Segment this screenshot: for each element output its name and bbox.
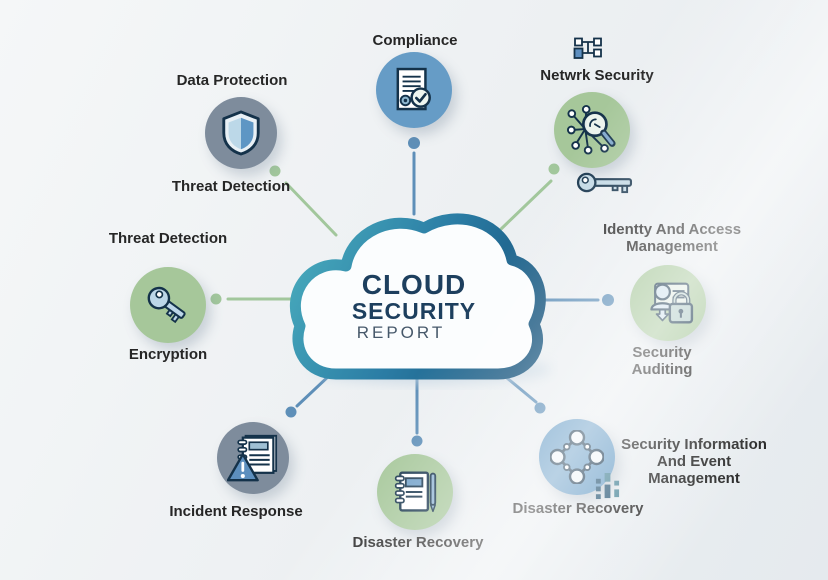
compliance-node — [376, 52, 452, 128]
data-protection-node — [205, 97, 277, 169]
encryption-sublabel: Encryption — [128, 346, 208, 363]
connector-dot-disaster — [411, 435, 423, 447]
key-icon — [576, 172, 633, 194]
connector-line-network-security — [497, 179, 553, 233]
siem-node — [539, 419, 615, 495]
iam-node — [630, 265, 706, 341]
network-security-label: Netwrk Security — [540, 67, 654, 84]
iam-sublabel-line1: Security — [632, 344, 692, 361]
cloud-title-line3: REPORT — [356, 323, 446, 342]
network-security-node — [554, 92, 630, 168]
connector-dot-incident — [285, 406, 297, 418]
incident-response-label: Incident Response — [169, 503, 303, 520]
connector-dot-iam — [602, 294, 614, 306]
iam-label-line2: Management — [626, 238, 718, 255]
incident-response-node — [217, 422, 289, 494]
disaster-recovery-node — [377, 454, 453, 530]
connector-dot-compliance — [408, 137, 420, 149]
cloud-title-line1: CLOUD — [361, 269, 467, 300]
iam-sublabel-line2: Auditing — [631, 361, 693, 378]
flowchart-icon — [573, 37, 602, 59]
network-scan-icon — [566, 104, 616, 155]
cloud-outline — [289, 213, 546, 380]
incident-notebook-icon — [227, 434, 278, 482]
siem-label-line3: Management — [648, 470, 740, 487]
connector-dot-siem — [534, 402, 546, 414]
data-protection-sublabel: Threat Detection — [171, 178, 291, 195]
identity-lock-icon — [650, 282, 694, 324]
document-check-icon — [396, 67, 431, 111]
cloud-shape — [289, 213, 552, 384]
connector-dot-network-security — [548, 163, 560, 175]
connector-dot-encryption — [210, 293, 222, 305]
cloud-title: CLOUD SECURITY REPORT — [304, 271, 524, 343]
siem-label-line2: And Event — [656, 453, 732, 470]
connector-line-data-protection — [284, 181, 338, 237]
compliance-label: Compliance — [372, 32, 458, 49]
equalizer-icon — [595, 473, 620, 500]
encryption-label: Threat Detection — [108, 230, 228, 247]
notebook-pen-icon — [394, 471, 437, 513]
iam-sublabel: Security Auditing — [592, 344, 732, 378]
data-protection-label: Data Protection — [176, 72, 288, 89]
cloud-title-line2: SECURITY — [351, 298, 477, 324]
siem-label-line1: Security Information — [621, 436, 767, 453]
siem-sublabel: Disaster Recovery — [512, 500, 644, 517]
network-nodes-icon — [550, 430, 604, 484]
shield-icon — [222, 110, 260, 156]
iam-label-line1: Identty And Access — [602, 221, 742, 238]
siem-label: Security Information And Event Managemen… — [604, 436, 784, 487]
key-icon — [147, 286, 186, 324]
encryption-node — [130, 267, 206, 343]
iam-label: Identty And Access Management — [582, 221, 762, 255]
connector-dot-data-protection — [269, 165, 281, 177]
disaster-recovery-label: Disaster Recovery — [352, 534, 484, 551]
